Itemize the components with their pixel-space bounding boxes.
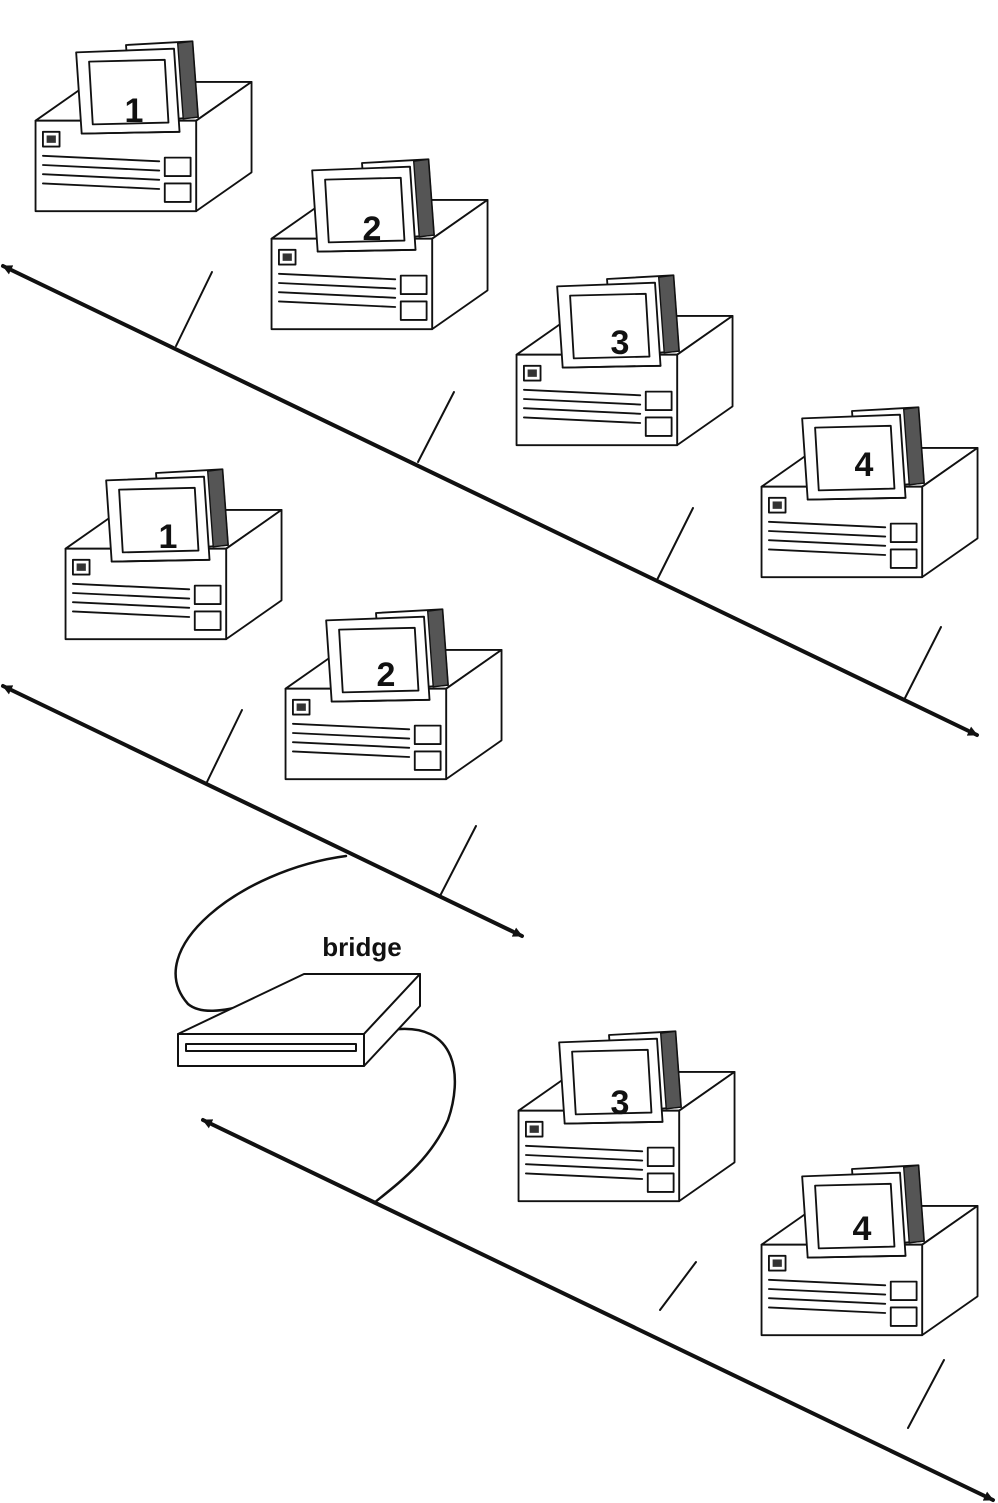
top-network: 1 2 3 4 bbox=[1, 40, 979, 737]
drop-cable bbox=[907, 1359, 945, 1429]
computer-label: 1 bbox=[125, 92, 144, 130]
drop-cable bbox=[439, 825, 477, 897]
lan-segment-b-cable bbox=[201, 1118, 995, 1502]
drop-cable bbox=[205, 709, 243, 785]
computer-3-bottom: 3 bbox=[517, 1030, 736, 1203]
computer-2-top: 2 bbox=[270, 158, 489, 331]
drop-cable bbox=[659, 1261, 697, 1311]
computer-label: 2 bbox=[377, 656, 396, 694]
computer-label: 4 bbox=[855, 446, 874, 484]
top-lan-cable bbox=[1, 264, 979, 737]
computer-1-bottom: 1 bbox=[64, 468, 283, 641]
drop-cable bbox=[656, 507, 694, 581]
computer-label: 2 bbox=[363, 210, 382, 248]
computer-4-bottom: 4 bbox=[760, 1164, 979, 1337]
bridge-label: bridge bbox=[322, 932, 401, 962]
drop-cable bbox=[175, 271, 213, 347]
lan-segment-a-cable bbox=[1, 684, 524, 938]
bridged-network: bridge 1 2 3 4 bbox=[1, 468, 995, 1502]
drop-cable bbox=[903, 626, 942, 701]
computer-label: 3 bbox=[611, 324, 630, 362]
bridge-link-b bbox=[372, 1027, 457, 1205]
computer-2-bottom: 2 bbox=[284, 608, 503, 781]
computer-1-top: 1 bbox=[34, 40, 253, 213]
computer-3-top: 3 bbox=[515, 274, 734, 447]
drop-cable bbox=[417, 391, 455, 463]
computer-label: 1 bbox=[159, 518, 178, 556]
bridge-device: bridge bbox=[177, 932, 421, 1067]
computer-label: 4 bbox=[853, 1210, 872, 1248]
computer-4-top: 4 bbox=[760, 406, 979, 579]
computer-label: 3 bbox=[611, 1084, 630, 1122]
bridge-link-a bbox=[174, 854, 348, 1012]
